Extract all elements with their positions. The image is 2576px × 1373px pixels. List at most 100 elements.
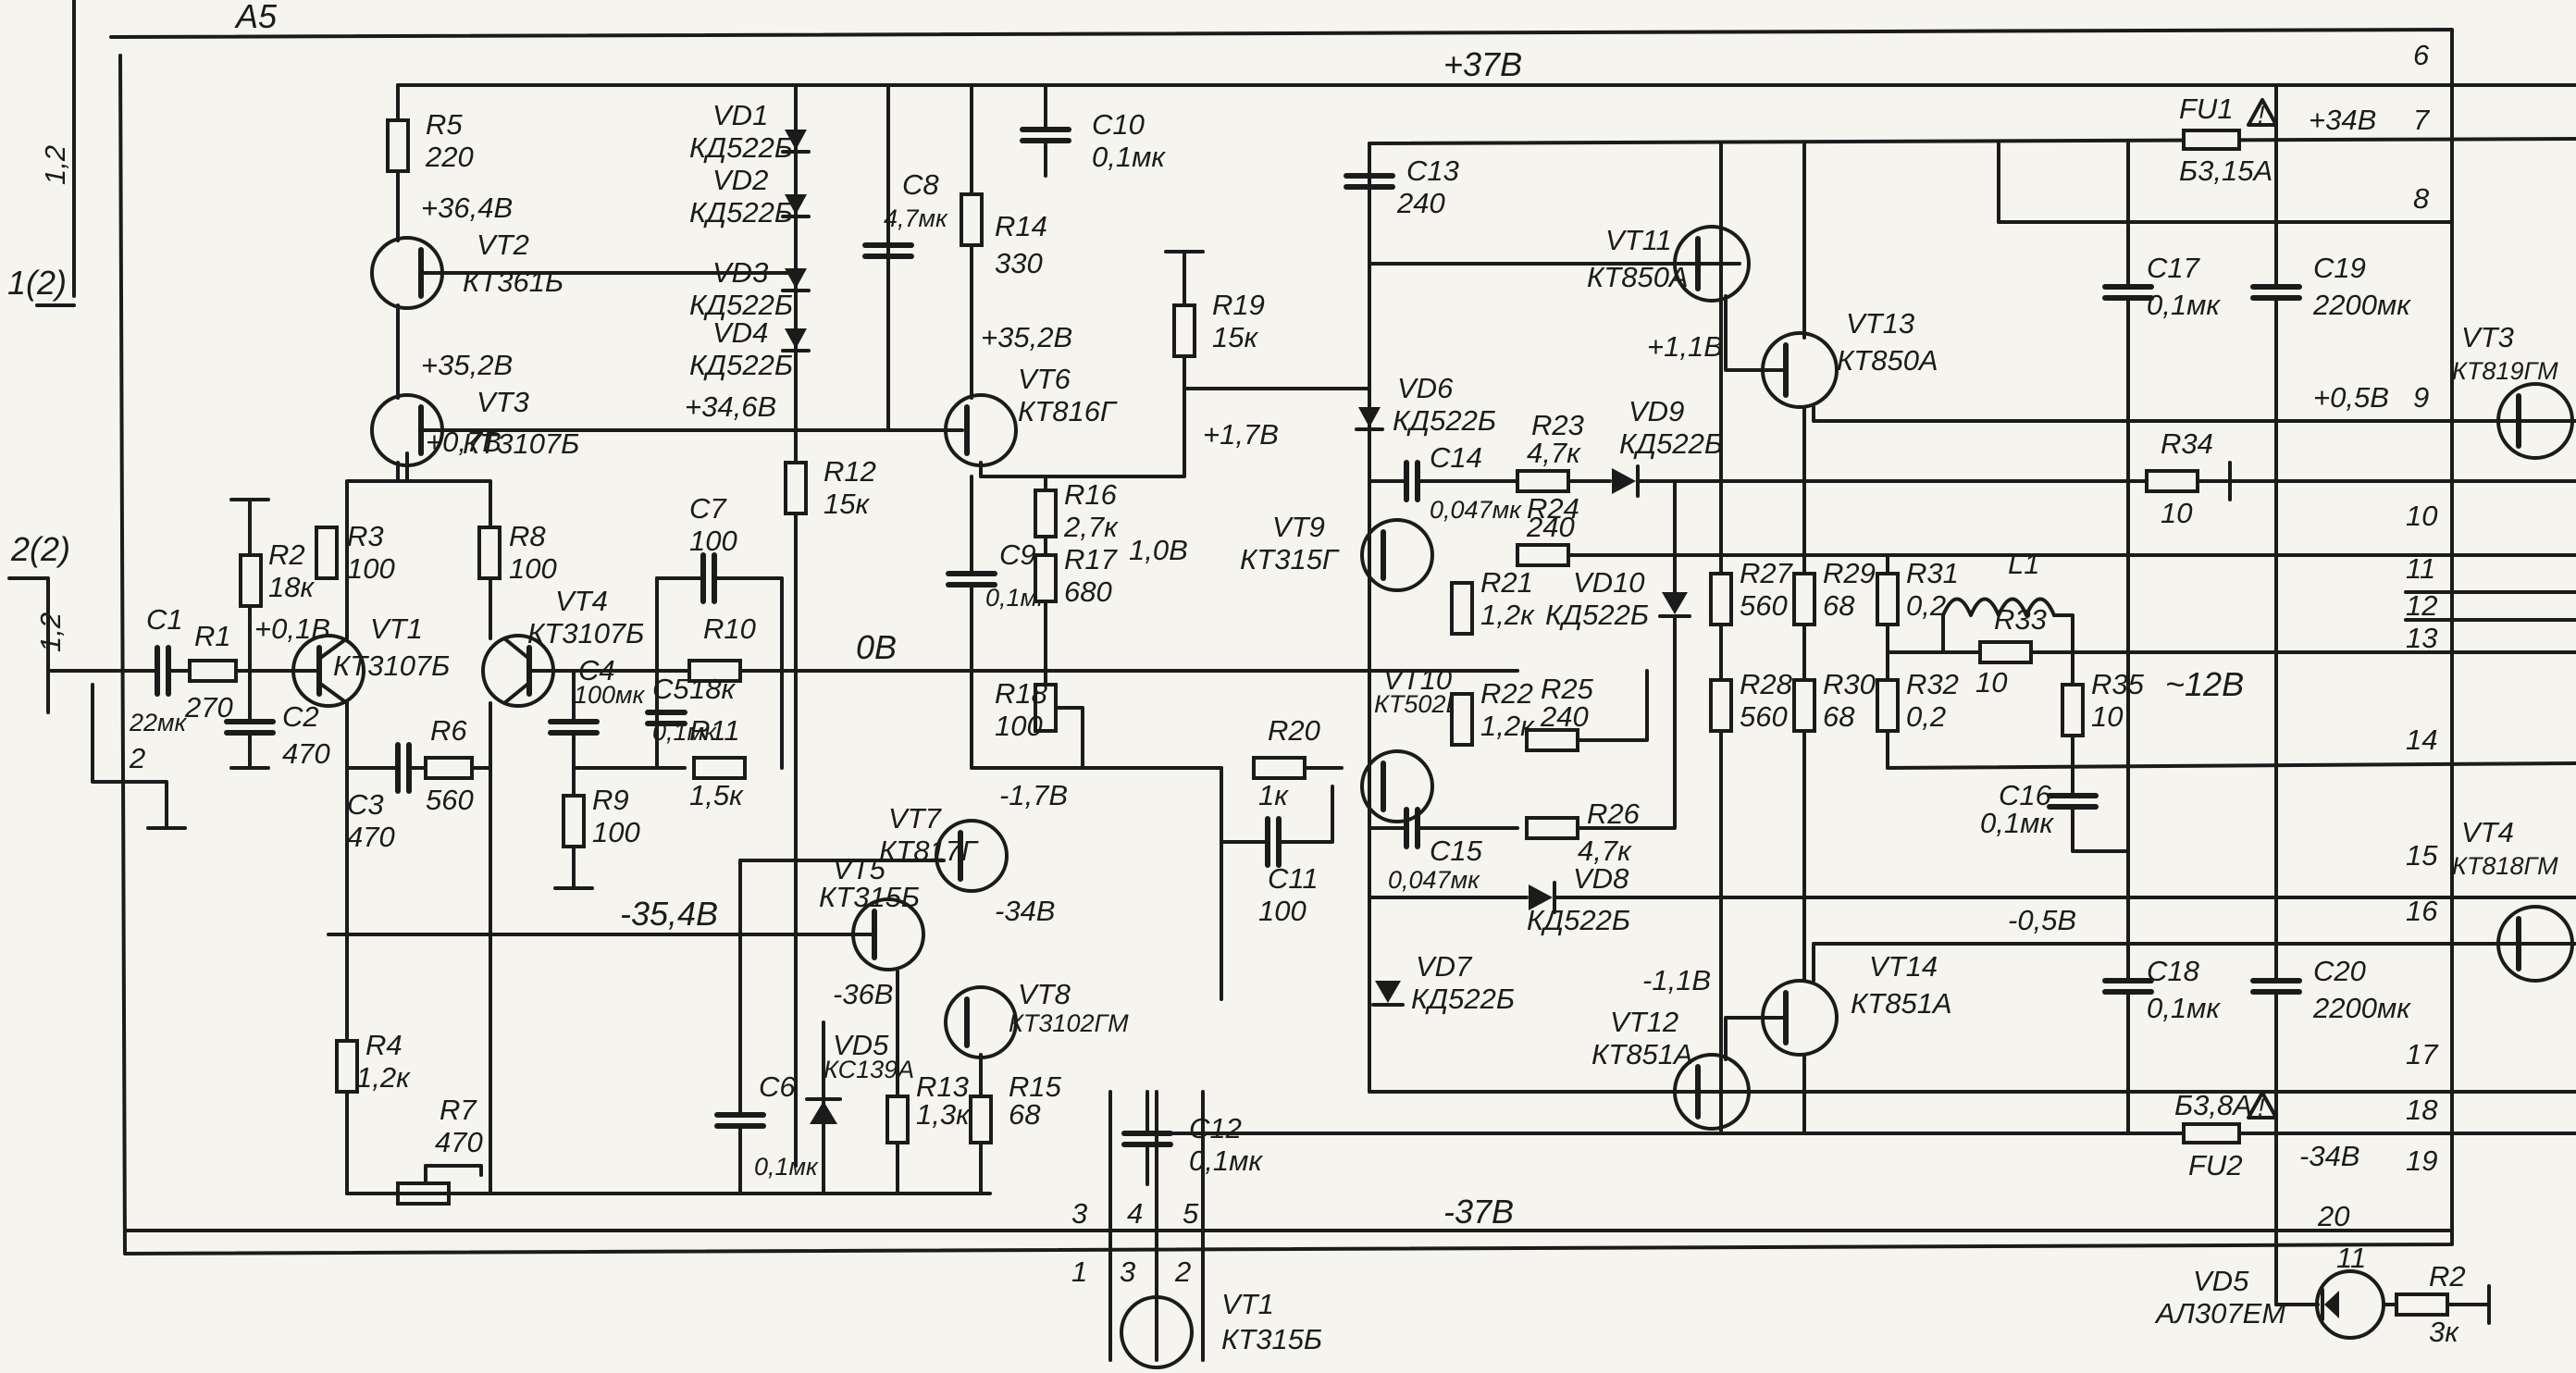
vas: C8 4,7мк R14 330 +35,2В C10 0,1мк VT6 КТ…: [327, 83, 1371, 1195]
svg-text:0,1мк: 0,1мк: [2147, 992, 2221, 1024]
r2-resistor: [239, 553, 263, 608]
svg-text:КТ850А: КТ850А: [1837, 344, 1938, 377]
vd10-diode: VD10 КД522Б: [1545, 566, 1691, 631]
svg-text:R3: R3: [347, 520, 384, 552]
svg-text:R27: R27: [1740, 557, 1794, 589]
svg-text:15к: 15к: [824, 488, 870, 520]
svg-text:КД522Б: КД522Б: [1619, 427, 1723, 460]
vt3-ext-transistor: [2496, 382, 2574, 460]
r28-resistor: [1709, 678, 1733, 733]
r16-resistor: [1034, 489, 1058, 538]
svg-text:1: 1: [1071, 1255, 1087, 1288]
svg-text:16: 16: [2406, 895, 2438, 927]
r26-resistor: [1525, 816, 1579, 840]
svg-text:R28: R28: [1740, 668, 1793, 700]
svg-text:VT8: VT8: [1018, 978, 1071, 1010]
r4-resistor: [335, 1039, 359, 1094]
vt1-transistor: [291, 634, 365, 708]
svg-text:2: 2: [1174, 1255, 1191, 1288]
svg-text:240: 240: [1396, 187, 1445, 219]
r25-resistor: [1525, 728, 1579, 752]
svg-text:КС139А: КС139А: [824, 1056, 914, 1083]
r20-resistor: [1252, 756, 1307, 780]
svg-text:R32: R32: [1906, 668, 1959, 700]
r24-resistor: [1516, 543, 1570, 567]
svg-text:КД522Б: КД522Б: [689, 349, 793, 381]
svg-text:R2: R2: [2429, 1260, 2466, 1293]
svg-text:+34,6В: +34,6В: [685, 390, 776, 423]
svg-text:100: 100: [347, 552, 395, 585]
svg-text:R11: R11: [689, 714, 740, 747]
c4-capacitor: C4 100мк: [548, 654, 646, 736]
svg-text:R26: R26: [1587, 798, 1641, 830]
svg-text:VT1: VT1: [370, 612, 423, 645]
svg-text:680: 680: [1064, 575, 1112, 608]
svg-text:КД522Б: КД522Б: [689, 196, 793, 229]
svg-text:+0,5В: +0,5В: [2313, 381, 2389, 414]
svg-text:VD10: VD10: [1573, 566, 1645, 599]
svg-text:R21: R21: [1480, 566, 1533, 599]
svg-text:КД522Б: КД522Б: [1411, 983, 1515, 1015]
svg-text:C12: C12: [1189, 1112, 1242, 1144]
svg-text:R24: R24: [1527, 492, 1579, 525]
fu2-warning-icon: [2247, 1091, 2278, 1119]
svg-text:100: 100: [995, 710, 1043, 742]
svg-text:R2: R2: [268, 538, 305, 571]
svg-text:R6: R6: [430, 714, 467, 747]
svg-text:КТ361Б: КТ361Б: [463, 266, 564, 298]
c2-capacitor: C2 470: [224, 700, 330, 770]
svg-text:18к: 18к: [689, 673, 736, 705]
svg-text:10: 10: [1975, 666, 2007, 699]
svg-text:100мк: 100мк: [574, 681, 646, 709]
svg-text:0,1мк: 0,1мк: [652, 718, 717, 746]
svg-text:470: 470: [347, 821, 395, 853]
vt4-ext-transistor: [2496, 905, 2574, 983]
svg-text:R13: R13: [916, 1070, 969, 1103]
svg-text:68: 68: [1823, 700, 1855, 733]
svg-text:0,1мк: 0,1мк: [2147, 289, 2221, 321]
svg-text:68: 68: [1009, 1098, 1041, 1131]
svg-text:C15: C15: [1430, 835, 1483, 867]
c10-capacitor: C10 0,1мк: [1020, 83, 1166, 178]
svg-text:4,7к: 4,7к: [1578, 835, 1632, 867]
svg-text:C19: C19: [2313, 252, 2366, 284]
c1-capacitor: C1 22мк: [129, 603, 188, 736]
svg-text:VT3: VT3: [2461, 321, 2514, 353]
svg-text:560: 560: [426, 784, 474, 816]
svg-text:19: 19: [2406, 1144, 2437, 1177]
svg-text:2200мк: 2200мк: [2312, 992, 2411, 1024]
svg-text:R34: R34: [2161, 427, 2213, 460]
r33-resistor: [1978, 640, 2033, 664]
c11-capacitor: C11 100: [1220, 785, 1334, 927]
svg-text:0,1мк: 0,1мк: [1189, 1144, 1263, 1177]
c15-capacitor: C15 0,047мк: [1368, 807, 1519, 894]
svg-text:3: 3: [1120, 1255, 1135, 1288]
svg-text:C14: C14: [1430, 441, 1482, 474]
svg-text:КТ3102ГМ: КТ3102ГМ: [1009, 1009, 1129, 1037]
svg-text:VT14: VT14: [1869, 950, 1938, 983]
svg-text:-1,1В: -1,1В: [1642, 964, 1711, 996]
r35-resistor: [2061, 683, 2085, 737]
svg-text:Б3,15А: Б3,15А: [2179, 155, 2273, 187]
svg-text:КТ818ГМ: КТ818ГМ: [2452, 852, 2558, 880]
c16-capacitor: C16 0,1мк: [1980, 779, 2130, 853]
vd6-diode: VD6 КД522Б: [1355, 372, 1496, 437]
svg-text:18: 18: [2406, 1094, 2438, 1126]
svg-text:+1,1В: +1,1В: [1647, 330, 1723, 363]
input-stage: C1 22мк R1 270 R2 18к +0,1В C2 470: [123, 498, 330, 770]
svg-text:VT5: VT5: [833, 853, 886, 885]
c18-capacitor: C18 0,1мк: [2102, 955, 2221, 1135]
svg-text:R35: R35: [2091, 668, 2145, 700]
svg-text:КТ851А: КТ851А: [1591, 1038, 1693, 1070]
vd9-diode: VD9 КД522Б: [1612, 395, 1723, 498]
current-source: R5 220 +36,4В VT2 КТ361Б +35,2В VT3 КТ31…: [370, 83, 964, 1168]
c6-capacitor: C6 0,1мк: [714, 859, 819, 1195]
r27-resistor: [1709, 572, 1733, 626]
svg-text:R20: R20: [1268, 714, 1320, 747]
output-stage: VT11 КТ850А VT13 КТ850А +1,1В +0,5В VT14…: [1587, 83, 2576, 1135]
svg-text:11: 11: [2406, 552, 2435, 585]
svg-text:~12В: ~12В: [2165, 665, 2244, 703]
svg-text:100: 100: [1258, 895, 1307, 927]
svg-text:6: 6: [2413, 39, 2430, 71]
svg-text:0,2: 0,2: [1906, 589, 1946, 622]
